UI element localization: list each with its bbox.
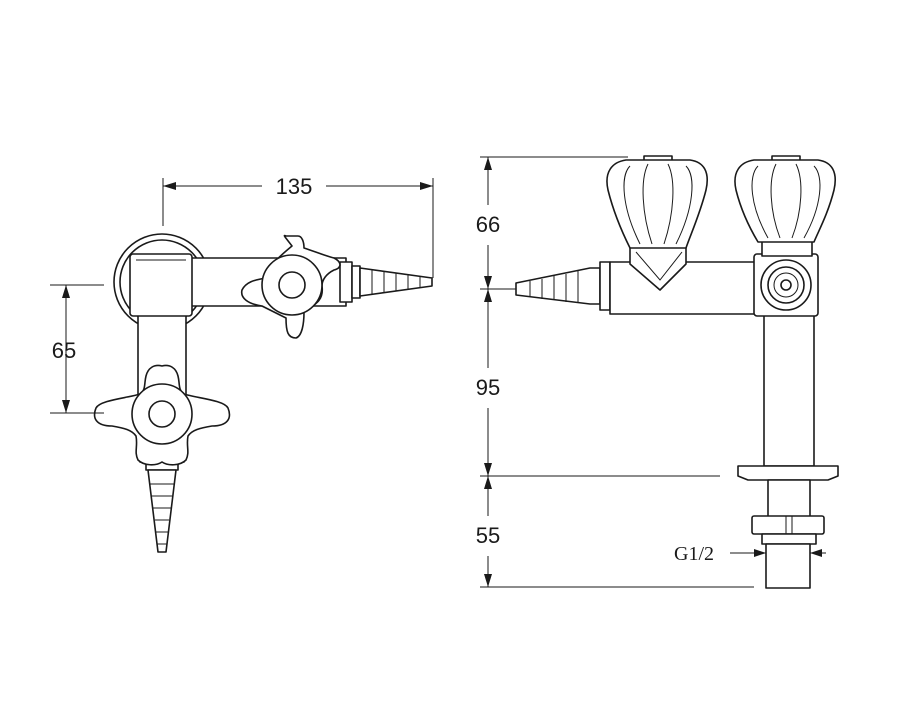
dimension-label-66: 66 — [476, 212, 500, 237]
right-star-handle-icon[interactable] — [240, 234, 341, 339]
center-block — [129, 253, 193, 317]
side-view: 66 95 55 G1/2 — [476, 155, 839, 589]
mounting-column — [763, 313, 815, 467]
dimension-label-55: 55 — [476, 523, 500, 548]
dimension-thread: G1/2 — [674, 543, 826, 565]
dimension-chain-vertical: 66 95 55 — [476, 156, 754, 588]
left-tulip-handle-icon[interactable] — [606, 155, 708, 249]
lock-nut — [751, 515, 825, 535]
dimension-label-135: 135 — [276, 174, 313, 199]
left-hose-nozzle — [515, 261, 611, 311]
threaded-shank — [767, 479, 811, 519]
dimension-overall-width: 135 — [162, 174, 434, 278]
right-hose-nozzle — [339, 261, 433, 303]
right-tulip-handle-icon[interactable] — [734, 155, 836, 243]
valve-body — [609, 261, 757, 315]
bottom-star-handle-icon[interactable] — [93, 364, 231, 466]
thread-size-label: G1/2 — [674, 543, 714, 565]
right-valve-block — [753, 253, 819, 317]
base-flange — [737, 465, 839, 481]
dimension-label-95: 95 — [476, 375, 500, 400]
dimension-outlet-spacing: 65 — [50, 284, 104, 414]
dimension-label-65: 65 — [52, 338, 76, 363]
top-view: 135 65 — [50, 174, 434, 553]
